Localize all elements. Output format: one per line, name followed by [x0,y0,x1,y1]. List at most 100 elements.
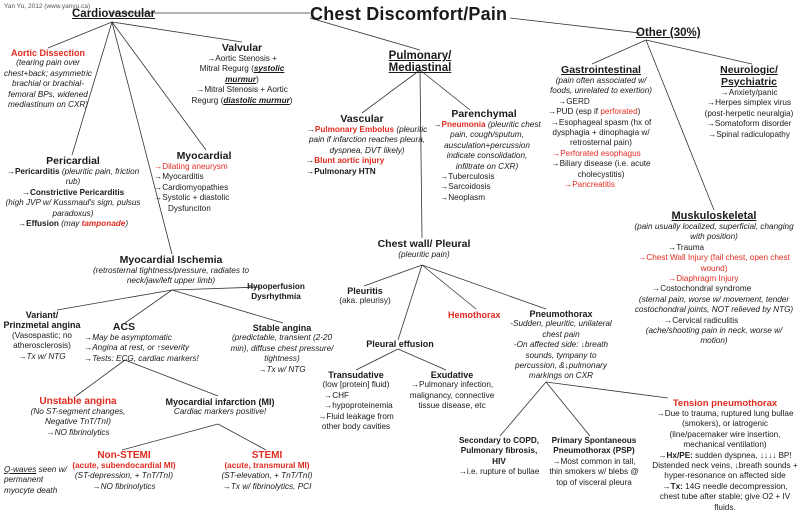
myocardial-item-3: →Cardiomyopathies [154,182,229,192]
transudative-item-1: →CHF [324,390,350,400]
parenchymal-block: Parenchymal →Pneumonia (pleuritic chest … [432,108,542,203]
transudative-title: Transudative [328,370,384,380]
gi-item-4: →Perforated esophagus [552,148,641,158]
psp-block: Primary Spontaneous Pneumothorax (PSP) →… [546,436,642,488]
stemi-title: STEMI [251,450,283,461]
acs-item-2: →Angina at rest, or ↑severity [84,343,190,353]
msk-title: Muskuloskeletal [671,210,757,222]
gi-item-6: →Pancreatitis [564,180,615,190]
msk-item-3: →Diaphragm Injury [668,274,739,284]
connector-lines [47,12,753,451]
pulmonary-heading: Pulmonary/ Mediastinal [388,50,452,74]
stable-title: Stable angina [252,323,312,333]
transudative-block: Transudative (low [protein] fluid) →CHF … [310,370,402,432]
secondary-pneumothorax-block: Secondary to COPD, Pulmonary fibrosis, H… [454,436,544,478]
stable-angina-block: Stable angina (predictable, transient (2… [230,323,334,375]
myocardial-item-2: →Myocarditis [154,172,204,182]
msk-item-4-desc: (sternal pain, worse w/ movement, tender… [634,294,794,315]
pleuritis-block: Pleuritis (aka. pleurisy) [330,286,400,307]
variant-desc: (Vasospastic; no atherosclerosis) [12,330,72,351]
mi-desc: Cardiac markers positive! [173,407,267,417]
nstemi-tx: →NO fibrinolytics [92,481,156,491]
pericardial-item-2: →Constrictive Pericarditis(high JVP w/ K… [5,187,141,218]
hypoperfusion-label: Hypoperfusion [247,282,305,291]
unstable-desc: (No ST-segment changes, Negative TnT/TnI… [30,407,126,427]
page-title: Chest Discomfort/Pain [310,4,508,24]
qwaves-note: Q-waves seen w/ permanent myocyte death [4,465,67,495]
gi-desc: (pain often associated w/ foods, unrelat… [550,76,652,96]
credit-text: Yan Yu, 2012 (www.yanyu.ca) [4,3,91,10]
gastrointestinal-block: Gastrointestinal (pain often associated … [544,64,658,190]
exudative-title: Exudative [430,370,474,380]
dysrhythmia-label: Dysrhythmia [251,292,301,302]
vascular-block: Vascular →Pulmonary Embolus (pleuritic p… [306,113,428,177]
unstable-tx: →NO fibrinolytics [46,427,110,437]
tension-title: Tension pneumothorax [672,398,778,409]
ischemia-desc: (retrosternal tightness/pressure, radiat… [92,266,250,286]
hemothorax-label: Hemothorax [448,310,501,320]
nstemi-sub: (acute, subendocardial MI) [72,461,176,470]
mi-title: Myocardial infarction (MI) [165,397,275,407]
aortic-dissection-title: Aortic Dissection [10,48,86,58]
exudative-block: Exudative →Pulmonary infection, malignan… [404,370,500,412]
neuro-item-2: →Herpes simplex virus (post-herpetic neu… [704,98,794,118]
variant-title: Variant/ Prinzmetal angina [3,310,81,331]
cardiovascular-heading: Cardiovascular [72,8,156,20]
msk-item-4: →Costochondral syndrome [652,284,752,294]
acs-title: ACS [112,321,136,333]
aortic-dissection-block: Aortic Dissection (tearing pain over che… [2,48,94,110]
myocardial-ischemia-block: Myocardial Ischemia (retrosternal tightn… [80,254,262,287]
pleuritis-sub: (aka. pleurisy) [339,296,391,306]
pleural-effusion-title: Pleural effusion [366,339,434,349]
stable-tx: →Tx w/ NTG [258,364,306,374]
pericardial-title: Pericardial [46,155,100,167]
pericardial-item-3: →Effusion (may tamponade) [17,219,129,229]
tension-item-2: →Hx/PE: sudden dyspnea, ↓↓↓↓ BP! Distend… [652,450,798,481]
mi-block: Myocardial infarction (MI) Cardiac marke… [150,397,290,418]
vascular-item-2: →Blunt aortic injury [306,156,385,166]
vascular-title: Vascular [340,113,384,125]
hypoperfusion-block: Hypoperfusion Dysrhythmia [244,282,308,303]
transudative-item-2: →hypoproteinemia [324,401,393,411]
neuro-item-1: →Anxiety/panic [720,88,778,97]
myocardial-item-4: →Systolic + diastolic [154,193,230,203]
vascular-item-1: →Pulmonary Embolus (pleuritic pain if in… [306,125,428,155]
vascular-item-3: →Pulmonary HTN [306,166,376,176]
myocardial-item-5: Dysfunciton [168,203,211,213]
msk-item-2: →Chest Wall Injury (fail chest, open che… [638,253,790,273]
aortic-dissection-desc: (tearing pain over chest+back; asymmetri… [3,58,93,110]
parenchymal-item-3: →Sarcoidosis [440,182,491,192]
parenchymal-item-2: →Tuberculosis [440,172,495,182]
pneumothorax-desc-1: -Sudden, pleuritic, unilateral chest pai… [510,319,612,339]
secondary-desc: →i.e. rupture of bullae [458,467,540,477]
gi-item-1: →GERD [558,96,590,106]
gi-item-5: →Biliary disease (i.e. acute cholecystit… [551,159,651,179]
neurologic-block: Neurologic/ Psychiatric →Anxiety/panic →… [700,64,798,140]
musculoskeletal-block: Muskuloskeletal (pain usually localized,… [634,210,794,347]
tension-item-1: →Due to trauma, ruptured lung bullae (sm… [656,409,794,450]
stemi-block: STEMI (acute, transmural MI) (ST-elevati… [210,450,324,492]
neuro-item-4: →Spinal radiculopathy [708,129,790,139]
transudative-item-3: →Fluid leakage from other body cavities [318,411,394,432]
myocardial-item-1: →Dilating aneurysm [154,162,228,171]
pleuritis-title: Pleuritis [347,286,383,296]
gi-item-3: →Esophageal spasm (hx of dysphagia + din… [550,117,652,148]
neuro-item-3: →Somatoform disorder [706,119,792,129]
stemi-tx: →Tx w/ fibrinolytics, PCI [222,481,312,491]
chestwall-block: Chest wall/ Pleural (pleuritic pain) [364,238,484,260]
unstable-title: Unstable angina [39,396,117,407]
parenchymal-item-4: →Neoplasm [440,192,486,202]
secondary-title: Secondary to COPD, Pulmonary fibrosis, H… [458,436,540,466]
myocardial-title: Myocardial [176,150,232,162]
variant-angina-block: Variant/ Prinzmetal angina (Vasospastic;… [2,310,82,362]
valvular-title: Valvular [221,42,263,54]
chestwall-heading: Chest wall/ Pleural [377,238,471,250]
pericardial-item-1: →Pericarditis (pleuritic pain, friction … [6,167,140,187]
unstable-angina-block: Unstable angina (No ST-segment changes, … [22,396,134,438]
tension-pneumothorax-block: Tension pneumothorax →Due to trauma, rup… [652,398,798,513]
transudative-sub: (low [protein] fluid) [322,380,390,390]
stable-desc: (predictable, transient (2-20 min), diff… [230,333,334,364]
stemi-sub: (acute, transmural MI) [224,461,310,470]
psp-desc: →Most common in tall, thin smokers w/ bl… [549,456,639,487]
